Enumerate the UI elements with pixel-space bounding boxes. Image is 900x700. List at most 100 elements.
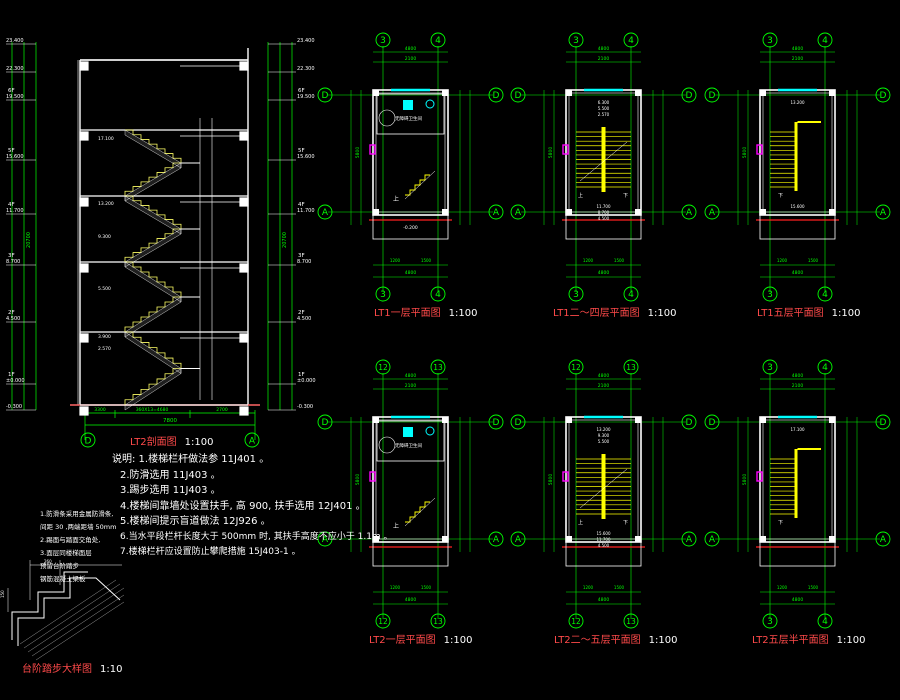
section-bottom-width: 7800 bbox=[163, 418, 177, 424]
plan-caption-title: LT2五层半平面图 bbox=[752, 635, 829, 646]
floor-label-left: 5F bbox=[8, 148, 15, 154]
dim-text: 1200 bbox=[777, 585, 788, 590]
dim-text: 4800 bbox=[405, 46, 417, 52]
plan-entry bbox=[565, 541, 642, 567]
plan-caption-title: LT1一层平面图 bbox=[374, 308, 441, 319]
detail-caption-scale: 1:10 bbox=[100, 664, 123, 675]
dim-text: 1200 bbox=[390, 585, 401, 590]
plan-caption-scale: 1:100 bbox=[448, 308, 478, 319]
column bbox=[239, 263, 249, 273]
column bbox=[79, 131, 89, 141]
plan-caption-title: LT2一层平面图 bbox=[369, 635, 436, 646]
note-line: 2.防滑选用 11J403 。 bbox=[120, 469, 221, 481]
svg-text:3: 3 bbox=[767, 36, 773, 46]
axis-bubble-right: A bbox=[681, 531, 697, 547]
note-line: 6.当水平段栏杆长度大于 500mm 时, 其扶手高度不应小于 1.1m 。 bbox=[120, 531, 393, 542]
landing-elevation-label: 6.300 bbox=[598, 100, 610, 105]
floor-label-left: 3F bbox=[8, 253, 15, 259]
axis-bubble-top: 12 bbox=[568, 359, 584, 375]
section-axis-a: A bbox=[244, 432, 260, 448]
plan-caption-scale: 1:100 bbox=[831, 308, 861, 319]
axis-bubble-top: 13 bbox=[623, 359, 639, 375]
detail-note-line: 预留台阶踏步 bbox=[40, 562, 79, 570]
landing-elevation-label: 9.300 bbox=[98, 234, 111, 240]
riser-mark bbox=[369, 471, 376, 482]
svg-text:3: 3 bbox=[380, 290, 386, 300]
svg-text:3: 3 bbox=[767, 290, 773, 300]
column bbox=[79, 333, 89, 343]
svg-text:3: 3 bbox=[573, 36, 579, 46]
section-bottom-dim: 2700 bbox=[216, 407, 228, 413]
axis-bubble-right: A bbox=[875, 204, 891, 220]
stair-flight bbox=[125, 331, 182, 369]
svg-text:13: 13 bbox=[626, 617, 636, 626]
plan-column bbox=[635, 417, 641, 423]
landing-elevation-label: 5.500 bbox=[598, 439, 610, 444]
plan-caption-scale: 1:100 bbox=[443, 635, 473, 646]
dim-text: 4800 bbox=[598, 373, 610, 379]
dim-text: 1500 bbox=[808, 258, 819, 263]
toilet-room bbox=[376, 420, 445, 462]
dim-text: 1500 bbox=[808, 585, 819, 590]
dim-text: 4800 bbox=[792, 270, 804, 276]
plan-caption-title: LT2二～五层平面图 bbox=[554, 635, 641, 646]
elevation-label-left: 4.500 bbox=[6, 316, 20, 322]
svg-text:D: D bbox=[709, 418, 716, 428]
plan-entry bbox=[759, 214, 836, 240]
elevation-label-right: 4.500 bbox=[297, 316, 311, 322]
floor-label-left: 1F bbox=[8, 372, 15, 378]
plan-wall-inner bbox=[762, 419, 833, 540]
axis-bubble-left: A bbox=[704, 204, 720, 220]
svg-text:A: A bbox=[686, 535, 693, 545]
svg-text:D: D bbox=[322, 418, 329, 428]
riser-mark bbox=[369, 144, 376, 155]
plan-column bbox=[760, 417, 766, 423]
plan-entry bbox=[372, 214, 449, 240]
plan-caption-scale: 1:100 bbox=[836, 635, 866, 646]
fixture bbox=[403, 100, 413, 110]
elevation-label-left: 19.500 bbox=[6, 94, 24, 100]
dim-text: 2100 bbox=[598, 383, 610, 389]
detail-note-line: 3.面层同楼梯面层 bbox=[40, 549, 92, 557]
plan-wall-inner bbox=[762, 92, 833, 213]
floor-label-right: 1F bbox=[298, 372, 305, 378]
dim-text: 5800 bbox=[355, 474, 361, 486]
detail-dim: 150 bbox=[0, 590, 5, 598]
axis-bubble-top: 3 bbox=[375, 32, 391, 48]
axis-bubble-bottom: 3 bbox=[762, 613, 778, 629]
svg-text:4: 4 bbox=[435, 36, 441, 46]
stair-direction-label: 上 bbox=[578, 192, 583, 199]
svg-text:4: 4 bbox=[628, 36, 634, 46]
axis-bubble-right: A bbox=[488, 531, 504, 547]
floor-label-right: 6F bbox=[298, 88, 305, 94]
axis-bubble-bottom: 3 bbox=[568, 286, 584, 302]
axis-bubble-bottom: 4 bbox=[430, 286, 446, 302]
design-notes: 说明: 1.楼梯栏杆做法参 11J401 。 2.防滑选用 11J403 。 3… bbox=[112, 452, 393, 561]
elevation-label-left: 8.700 bbox=[6, 259, 20, 265]
axis-bubble-left: D bbox=[510, 87, 526, 103]
dim-text: 4800 bbox=[598, 46, 610, 52]
svg-text:4: 4 bbox=[822, 363, 828, 373]
axis-bubble-right: D bbox=[681, 414, 697, 430]
plan-column bbox=[829, 417, 835, 423]
plan-column bbox=[442, 417, 448, 423]
elevation-label-right: 19.500 bbox=[297, 94, 315, 100]
stair-flight bbox=[125, 129, 182, 163]
plan-column bbox=[373, 536, 379, 542]
svg-text:A: A bbox=[493, 535, 500, 545]
elevation-label-left: 22.300 bbox=[6, 66, 24, 72]
dim-text: 1500 bbox=[614, 585, 625, 590]
landing-elevation-label: 17.100 bbox=[98, 136, 114, 142]
stair-direction-label: 上 bbox=[393, 195, 399, 203]
section-total-height: 20700 bbox=[26, 232, 32, 248]
column bbox=[239, 333, 249, 343]
landing-elevation-label: 11.700 bbox=[597, 537, 611, 542]
svg-text:A: A bbox=[515, 208, 522, 218]
landing-elevation-label: -0.200 bbox=[403, 225, 418, 231]
axis-bubble-top: 13 bbox=[430, 359, 446, 375]
dim-text: 5800 bbox=[548, 474, 554, 486]
dim-text: 5800 bbox=[548, 147, 554, 159]
svg-text:D: D bbox=[515, 418, 522, 428]
